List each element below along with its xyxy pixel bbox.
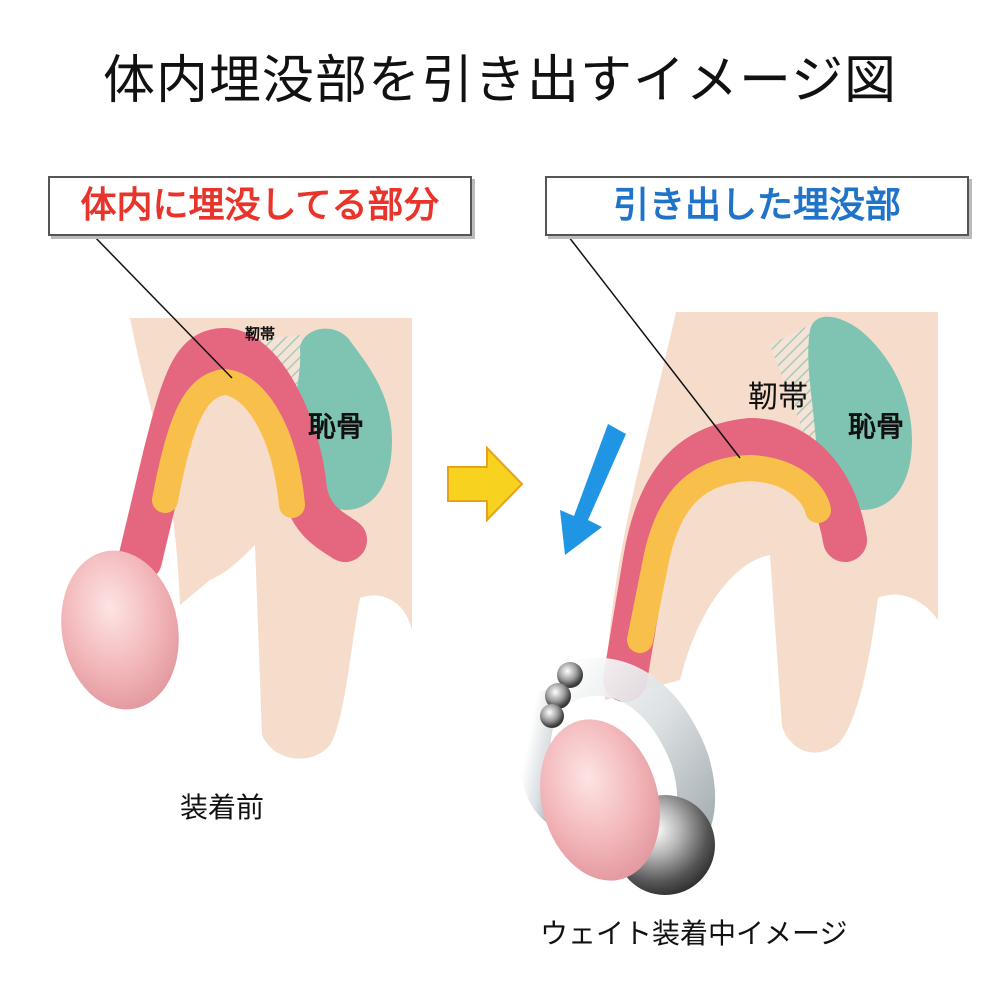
caption-before: 装着前 [180, 791, 265, 824]
left-shaft-pink [118, 328, 367, 582]
callout-pulled-out-part: 引き出した埋没部 [545, 176, 969, 236]
right-glans [540, 719, 660, 881]
left-inner-yellow [152, 368, 305, 518]
left-leader-line [89, 231, 233, 379]
right-inner-yellow [627, 454, 831, 653]
down-arrow-icon [560, 424, 626, 555]
callout-embedded-part: 体内に埋没してる部分 [48, 176, 472, 236]
left-glans [61, 550, 179, 710]
right-anatomy [519, 231, 938, 895]
left-anatomy [61, 231, 412, 759]
page-title: 体内埋没部を引き出すイメージ図 [103, 51, 897, 111]
right-leader-line [564, 231, 741, 459]
ring-knob-bottom [540, 704, 564, 728]
right-ligament-label: 靭帯 [748, 380, 808, 415]
left-pubic-bone-label: 恥骨 [308, 410, 365, 443]
caption-after: ウェイト装着中イメージ [540, 917, 848, 950]
ring-knob-top [557, 662, 583, 688]
right-pubic-bone-label: 恥骨 [848, 410, 905, 443]
right-arrow-icon [447, 445, 524, 523]
left-ligament-label: 靭帯 [245, 325, 276, 343]
right-shaft-pink [603, 418, 867, 702]
ring-knob-middle [545, 683, 571, 709]
